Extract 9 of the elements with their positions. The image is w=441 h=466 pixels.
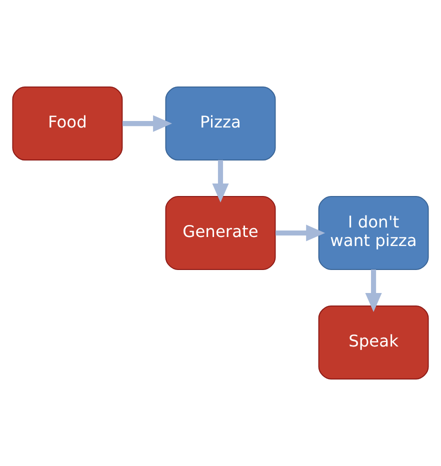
node-box: Food [12,86,123,161]
arrow [276,224,326,242]
arrow [122,115,172,132]
node-box: Pizza [165,86,276,161]
node-box: Generate [165,196,276,270]
node-box: I don't want pizza [318,196,429,270]
arrow [212,160,229,202]
arrow [365,269,382,312]
node-box: Speak [318,305,429,380]
